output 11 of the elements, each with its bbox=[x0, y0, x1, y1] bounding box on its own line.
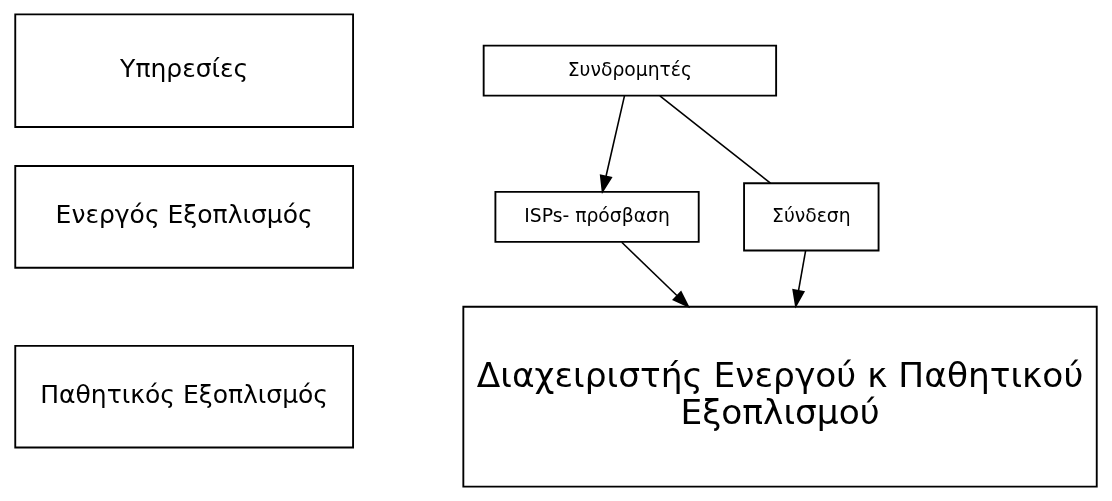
node-box: Παθητικός Εξοπλισμός bbox=[14, 344, 354, 449]
arrow bbox=[620, 241, 691, 309]
node-box: Διαχειριστής Ενεργού κ Παθητικού Εξοπλισμού bbox=[462, 305, 1098, 488]
node-box: ISPs- πρόσβαση bbox=[494, 190, 700, 243]
connector bbox=[659, 95, 772, 184]
node-box: Υπηρεσίες bbox=[14, 13, 354, 128]
node-box: Ενεργός Εξοπλισμός bbox=[14, 165, 354, 269]
arrow bbox=[792, 250, 807, 309]
node-box: Σύνδεση bbox=[743, 182, 880, 252]
arrow bbox=[599, 95, 626, 194]
node-box: Συνδρομητές bbox=[482, 44, 778, 97]
